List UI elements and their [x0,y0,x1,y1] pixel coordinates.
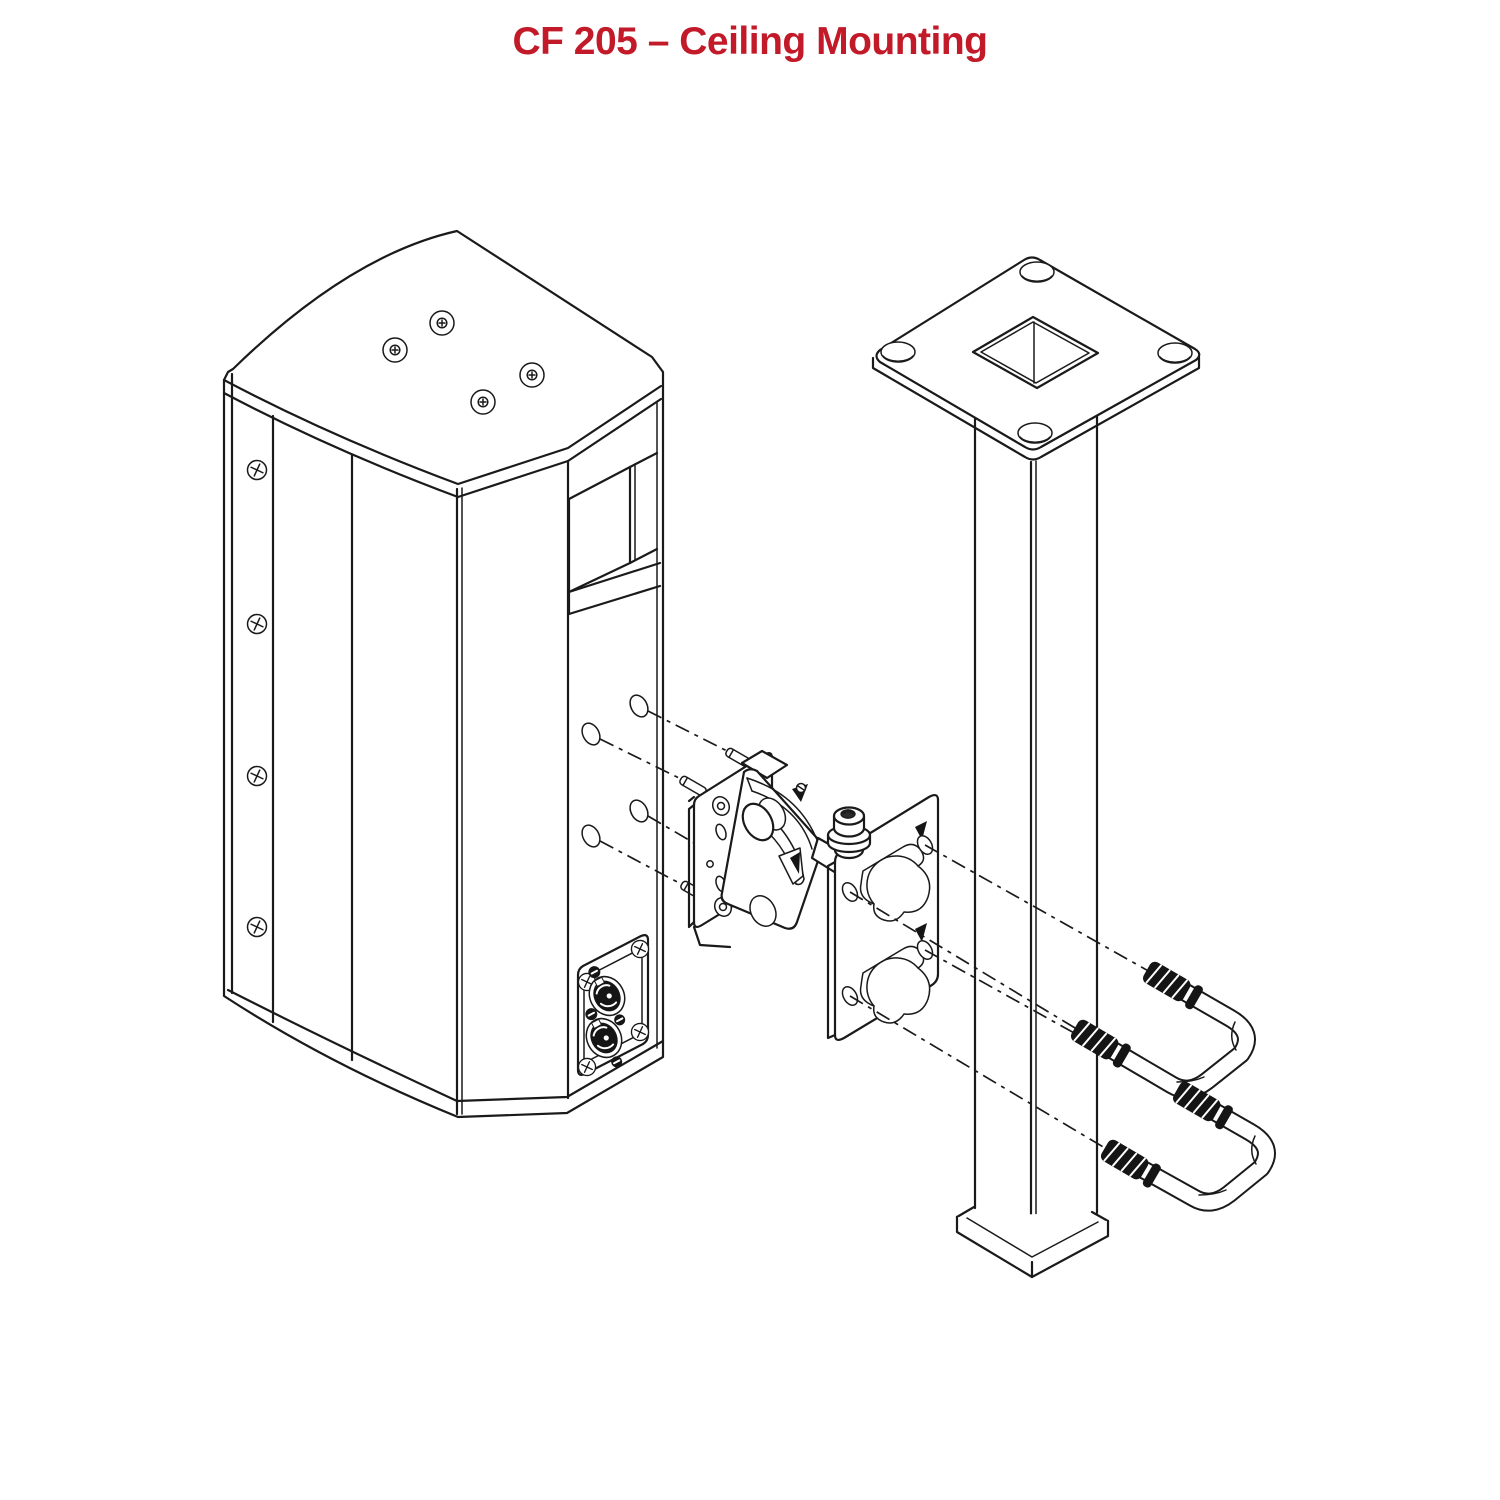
bracket-pole-plate [826,793,940,1042]
pole-column [973,413,1099,1260]
bracket-pivot-bolt [826,806,872,860]
bracket-tilt-swivel-joint [720,749,845,930]
speaker-cabinet [222,229,665,1119]
rear-handle-recess [567,451,662,616]
speaker-connector-panel [576,934,650,1077]
page-title: CF 205 – Ceiling Mounting [0,20,1500,64]
ceiling-mounting-plate [871,256,1201,461]
assembly-lines-bracket-to-ubolts [849,844,1183,1152]
u-bolt-upper [1067,957,1256,1099]
mounting-bracket [677,746,940,1042]
ceiling-pole [871,256,1201,1279]
assembly-lines-speaker-to-bracket [599,710,728,885]
pole-base-flange [955,1205,1110,1279]
u-bolt-lower [1097,1077,1276,1212]
page-title-text: CF 205 – Ceiling Mounting [512,20,988,63]
